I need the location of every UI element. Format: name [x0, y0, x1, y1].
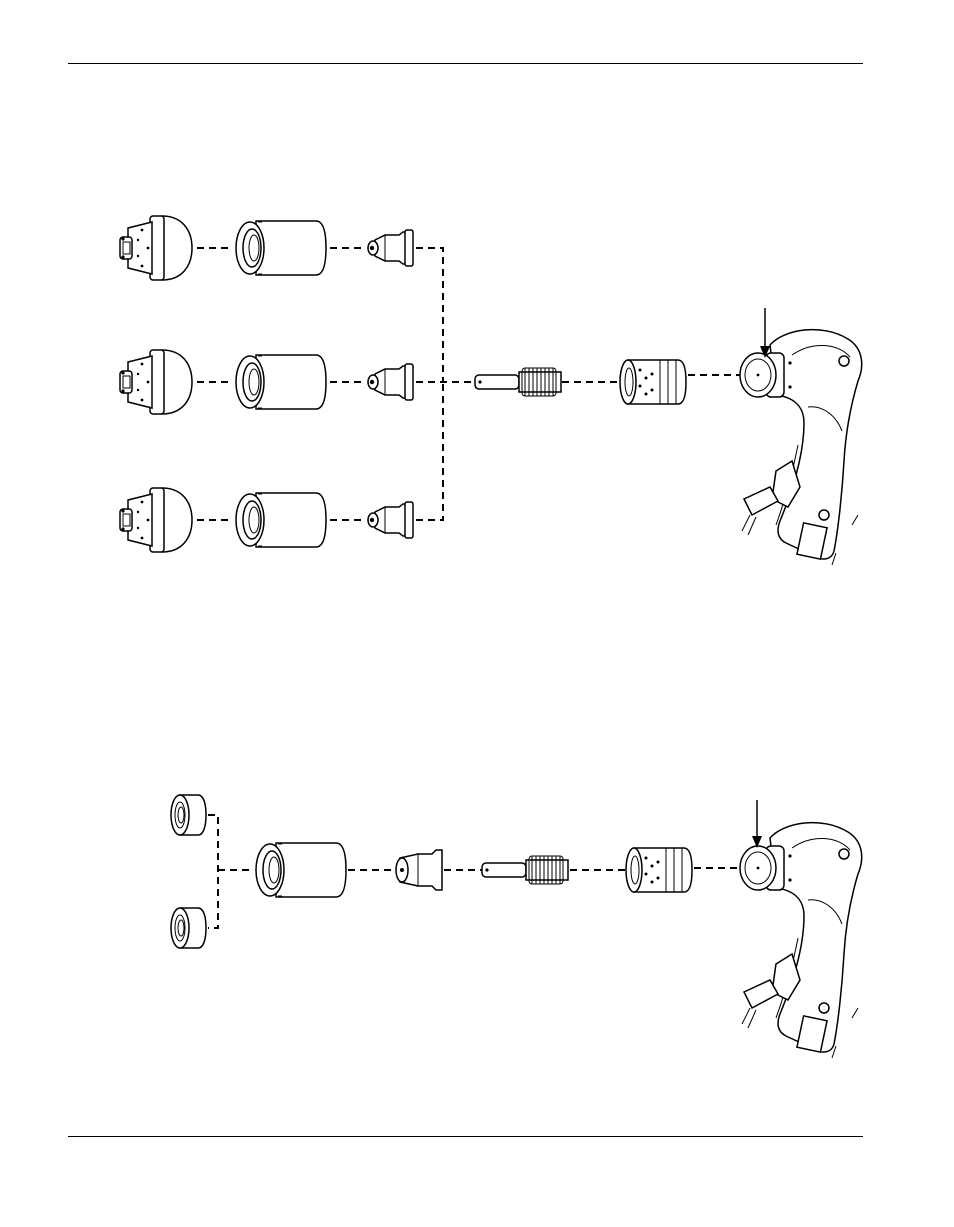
electrode-top — [474, 367, 562, 397]
hand-torch-bottom — [739, 821, 863, 1059]
retaining-cap-1 — [235, 220, 327, 276]
nozzle-bottom — [395, 849, 443, 891]
deflector — [170, 794, 207, 836]
retaining-cap-2 — [235, 354, 327, 410]
arrow-bottom — [752, 836, 762, 848]
drag-shield-3 — [119, 487, 193, 553]
ohmic-shield — [170, 907, 207, 949]
drag-shield-1 — [119, 215, 193, 281]
hand-torch-top — [739, 328, 863, 566]
swirl-ring-top — [619, 359, 687, 405]
arrow-top — [760, 346, 770, 358]
retaining-cap-bottom — [255, 842, 347, 898]
nozzle-3 — [367, 501, 414, 539]
drag-shield-2 — [119, 349, 193, 415]
nozzle-2 — [367, 363, 414, 401]
footer-rule — [68, 1136, 863, 1137]
top-assembly — [119, 215, 863, 566]
bottom-assembly — [170, 794, 863, 1059]
nozzle-1 — [367, 229, 414, 267]
electrode-bottom — [481, 855, 569, 885]
header-rule — [68, 63, 863, 64]
retaining-cap-3 — [235, 492, 327, 548]
swirl-ring-bottom — [625, 847, 693, 893]
